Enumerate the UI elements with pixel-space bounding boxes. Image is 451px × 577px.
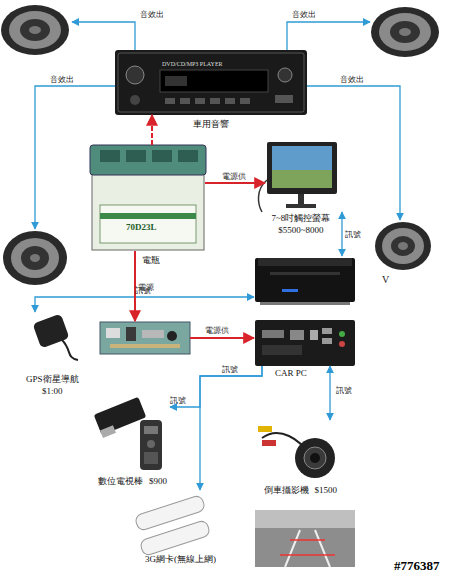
connector-label: 訊號: [336, 386, 352, 396]
speaker: [375, 222, 431, 270]
wire-label: 音效出: [292, 10, 316, 20]
node-caption: 數位電視棒 $900: [95, 475, 170, 487]
wire-label: DVD/CD/MP3 PLAYER: [162, 60, 223, 68]
speaker: [1, 5, 69, 55]
wire-label: 70D23L: [126, 222, 157, 233]
backup-camera: [258, 426, 335, 478]
device-node: CAR PC: [255, 320, 355, 366]
touch-monitor: [258, 142, 337, 212]
wire-label: 電源供: [205, 326, 229, 336]
device-label: CAR PC: [275, 367, 307, 379]
node-caption: 車用音響: [193, 118, 229, 130]
connector-label: 訊號: [170, 396, 186, 406]
car-pc: [255, 320, 355, 366]
price-label: $900: [149, 475, 167, 487]
node-caption: 7~8吋觸控螢幕$5500~8000: [272, 212, 331, 236]
pc-front: [255, 258, 355, 305]
signal-wire: [35, 22, 400, 312]
device-label: 3G網卡(無線上網): [145, 553, 216, 565]
device-label: 電瓶: [142, 254, 160, 266]
watermark: #776387: [394, 558, 440, 573]
device-node: 車用音響: [115, 50, 307, 115]
power-wire: [135, 251, 254, 338]
device-node: 電瓶: [90, 145, 205, 250]
wire-label: V: [382, 274, 389, 286]
signal-connector: [200, 366, 262, 490]
speaker: [3, 231, 67, 285]
node-caption: 倒車攝影機 $1500: [261, 484, 341, 496]
price-label: $5500~8000: [272, 224, 331, 236]
price-label: $1:00: [26, 385, 79, 397]
device-node: 7~8吋觸控螢幕$5500~8000: [265, 140, 337, 210]
connector-label: 訊號: [222, 365, 238, 375]
wire-label: 訊號: [345, 230, 361, 240]
power-connector: [205, 182, 265, 184]
device-label: 數位電視棒: [98, 475, 143, 487]
node-caption: 3G網卡(無線上網): [145, 553, 216, 565]
device-node: 3G網卡(無線上網): [135, 490, 210, 550]
node-caption: GPS衛星導航$1:00: [26, 373, 79, 397]
wire-label: 音效出: [50, 75, 74, 85]
wire-label: 音效出: [340, 75, 364, 85]
device-node: 數位電視棒$900: [95, 395, 170, 470]
power-board: [100, 322, 190, 354]
device-label: 倒車攝影機: [264, 484, 309, 496]
signal-connector: [329, 366, 330, 420]
connector-label: 電源供: [222, 172, 246, 182]
device-node: 倒車攝影機$1500: [255, 420, 350, 480]
device-node: GPS衛星導航$1:00: [30, 315, 75, 355]
wire-label: 電源: [138, 283, 154, 293]
node-caption: 電瓶: [142, 254, 160, 266]
speaker: [371, 7, 439, 57]
camera-view: [255, 510, 355, 567]
device-label: GPS衛星導航: [26, 373, 79, 385]
power-connector: [151, 115, 153, 145]
car-stereo: [115, 50, 307, 115]
price-label: $1500: [315, 484, 338, 496]
car-battery: [90, 145, 206, 250]
3g-modem: [134, 495, 211, 557]
device-label: 車用音響: [193, 118, 229, 130]
signal-connector: [170, 366, 262, 407]
node-caption: CAR PC: [275, 367, 307, 379]
tv-stick: [94, 397, 162, 470]
device-label: 7~8吋觸控螢幕: [272, 212, 331, 224]
gps-receiver: [32, 314, 78, 360]
wire-label: 音效出: [140, 10, 164, 20]
